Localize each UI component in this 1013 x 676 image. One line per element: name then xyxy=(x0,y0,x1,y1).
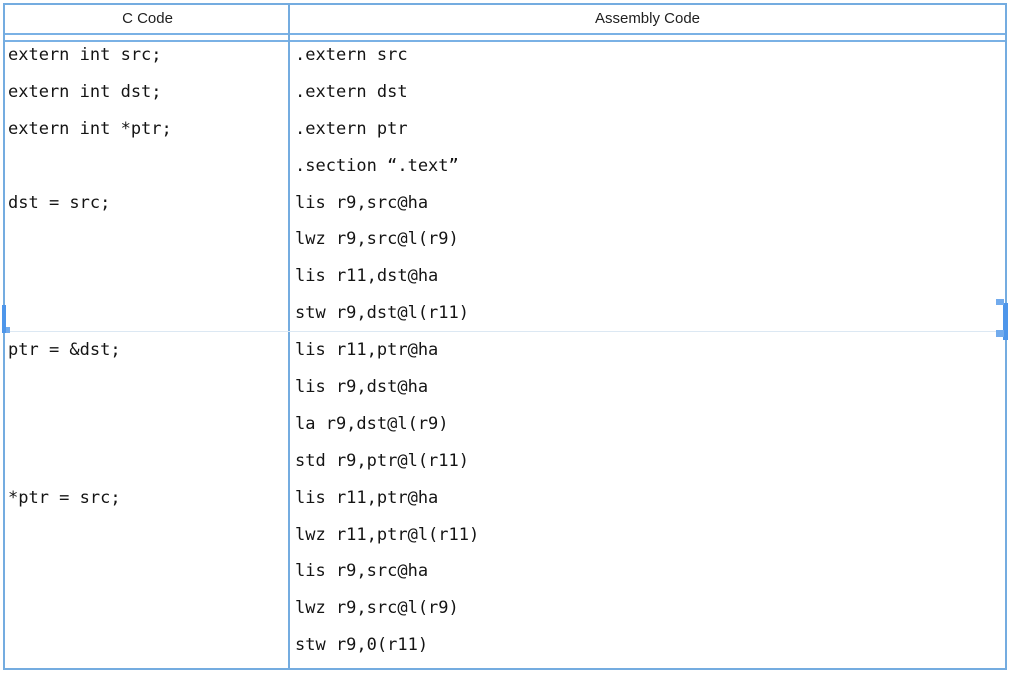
code-line xyxy=(8,406,288,443)
column-header-assembly-code: Assembly Code xyxy=(290,5,1005,33)
code-line xyxy=(8,553,288,590)
code-line xyxy=(8,258,288,295)
code-line: lwz r9,src@l(r9) xyxy=(295,590,1005,627)
code-line: extern int src; xyxy=(8,37,288,74)
code-line: lis r11,ptr@ha xyxy=(295,332,1005,369)
code-line: dst = src; xyxy=(8,185,288,222)
code-line: .extern ptr xyxy=(295,111,1005,148)
code-comparison-table: C Code Assembly Code extern int src;exte… xyxy=(3,3,1007,670)
split-mark-right-notch-top xyxy=(996,299,1004,305)
column-header-c-code: C Code xyxy=(5,5,290,33)
code-line: lis r9,src@ha xyxy=(295,185,1005,222)
code-line: lis r9,src@ha xyxy=(295,553,1005,590)
code-line: lwz r11,ptr@l(r11) xyxy=(295,517,1005,554)
column-divider xyxy=(288,5,290,668)
code-line: .extern dst xyxy=(295,74,1005,111)
code-line xyxy=(8,627,288,664)
code-line: .extern src xyxy=(295,37,1005,74)
code-line: extern int dst; xyxy=(8,74,288,111)
table-header-row: C Code Assembly Code xyxy=(5,5,1005,33)
code-line: stw r9,0(r11) xyxy=(295,627,1005,664)
code-line: lis r11,dst@ha xyxy=(295,258,1005,295)
code-line: extern int *ptr; xyxy=(8,111,288,148)
code-line: lwz r9,src@l(r9) xyxy=(295,221,1005,258)
split-mark-left-notch xyxy=(6,327,10,333)
code-line xyxy=(8,443,288,480)
code-line: ptr = &dst; xyxy=(8,332,288,369)
code-line xyxy=(8,295,288,332)
code-line: lis r11,ptr@ha xyxy=(295,480,1005,517)
table-body: extern int src;extern int dst;extern int… xyxy=(5,37,1005,668)
code-line xyxy=(8,148,288,185)
assembly-code-column: .extern src.extern dst.extern ptr.sectio… xyxy=(290,37,1005,668)
code-line xyxy=(8,517,288,554)
code-line xyxy=(8,221,288,258)
header-double-rule-top xyxy=(5,33,1005,35)
row-split-line xyxy=(5,331,1003,332)
code-line: std r9,ptr@l(r11) xyxy=(295,443,1005,480)
code-line: .section “.text” xyxy=(295,148,1005,185)
code-line xyxy=(8,590,288,627)
code-line: stw r9,dst@l(r11) xyxy=(295,295,1005,332)
c-code-column: extern int src;extern int dst;extern int… xyxy=(5,37,288,668)
split-mark-right-notch-bottom xyxy=(996,330,1004,337)
code-line: la r9,dst@l(r9) xyxy=(295,406,1005,443)
code-line: lis r9,dst@ha xyxy=(295,369,1005,406)
code-line xyxy=(8,369,288,406)
code-line: *ptr = src; xyxy=(8,480,288,517)
